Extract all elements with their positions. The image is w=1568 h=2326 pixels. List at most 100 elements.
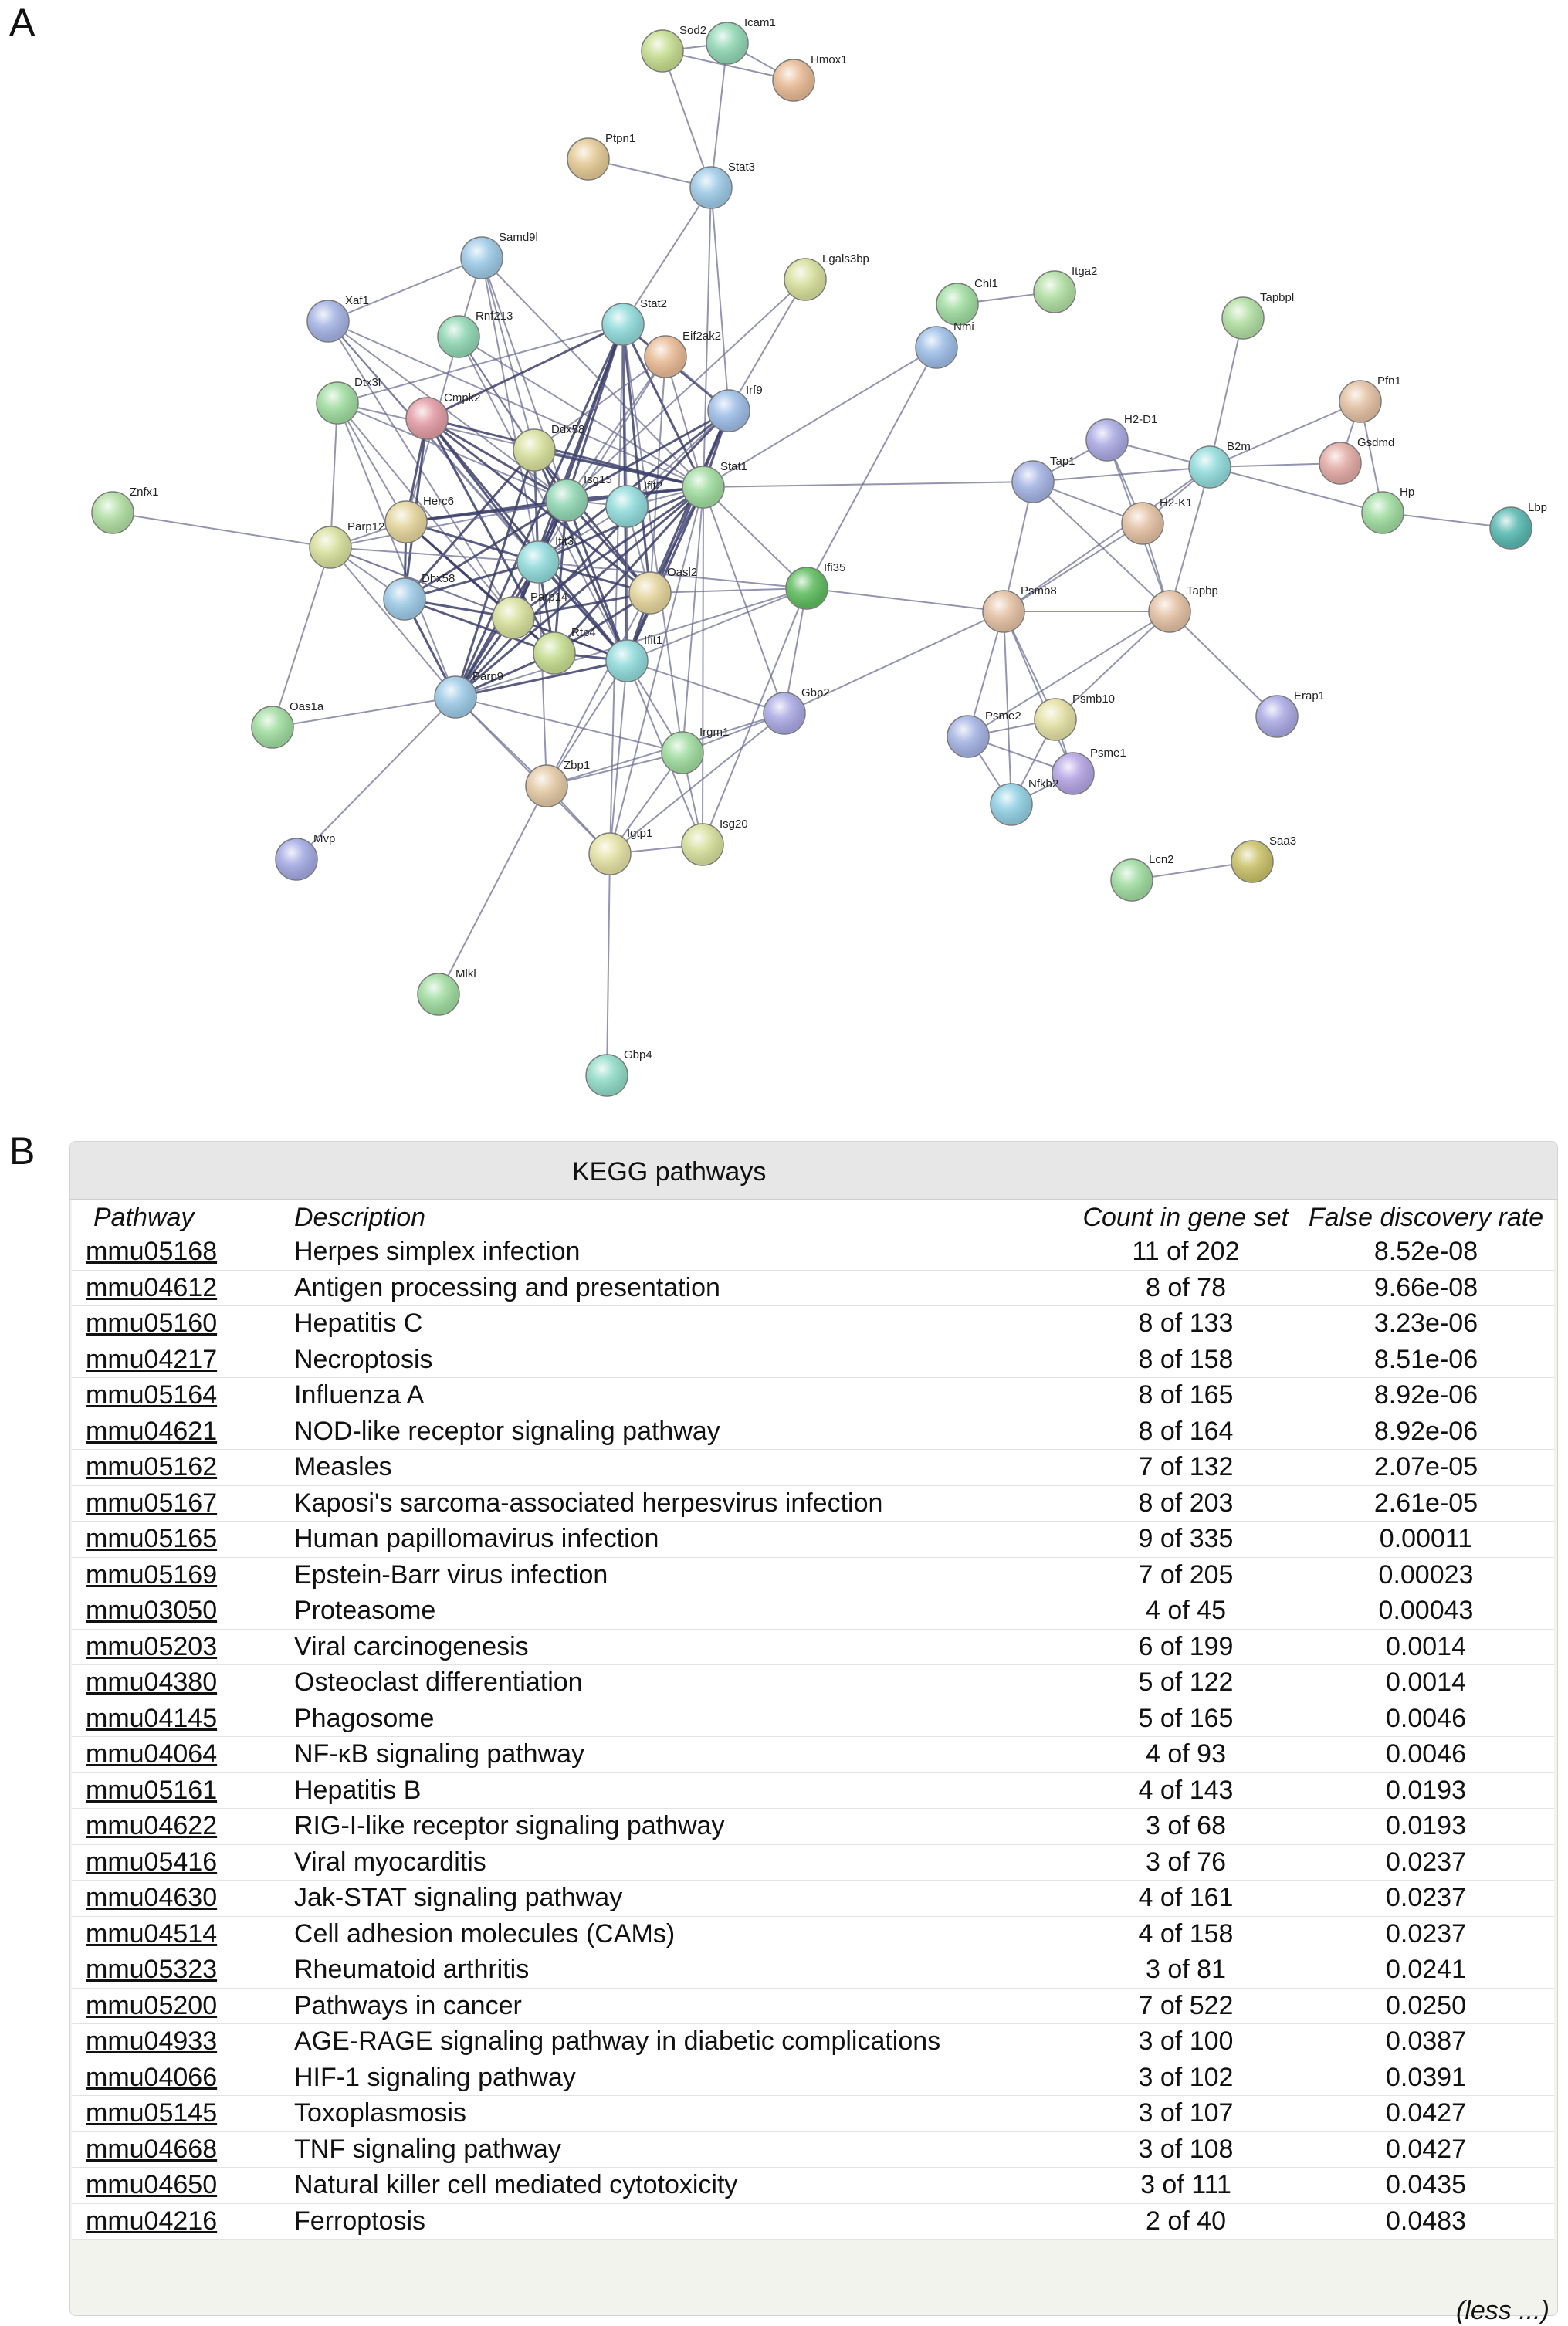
node-psme2[interactable]: Psme2 xyxy=(947,709,1021,758)
pathway-description: Jak-STAT signaling pathway xyxy=(294,1880,1074,1917)
pathway-link[interactable]: mmu05169 xyxy=(72,1557,294,1593)
pathway-link[interactable]: mmu04612 xyxy=(72,1270,294,1306)
node-eif2ak2[interactable]: Eif2ak2 xyxy=(644,330,721,378)
pathway-link[interactable]: mmu05161 xyxy=(72,1772,294,1809)
pathway-link[interactable]: mmu05323 xyxy=(72,1952,294,1989)
node-nmi[interactable]: Nmi xyxy=(915,320,974,369)
node-isg20[interactable]: Isg20 xyxy=(681,818,748,866)
node-nfkb2[interactable]: Nfkb2 xyxy=(990,777,1058,826)
node-isg15[interactable]: Isg15 xyxy=(545,473,612,522)
node-mvp[interactable]: Mvp xyxy=(275,832,335,881)
node-itga2[interactable]: Itga2 xyxy=(1033,265,1097,313)
node-cmpk2[interactable]: Cmpk2 xyxy=(405,391,481,440)
node-herc6[interactable]: Herc6 xyxy=(384,495,454,543)
node-oas1a[interactable]: Oas1a xyxy=(251,700,324,749)
node-ptpn1[interactable]: Ptpn1 xyxy=(567,132,635,181)
node-igtp1[interactable]: Igtp1 xyxy=(588,827,652,875)
pathway-link[interactable]: mmu05168 xyxy=(72,1234,294,1271)
node-psme1[interactable]: Psme1 xyxy=(1052,747,1126,795)
fdr-value: 0.0046 xyxy=(1298,1736,1554,1773)
pathway-link[interactable]: mmu04933 xyxy=(72,2023,294,2060)
node-h2-d1[interactable]: H2-D1 xyxy=(1085,413,1157,462)
pathway-link[interactable]: mmu04064 xyxy=(72,1736,294,1773)
node-hp[interactable]: Hp xyxy=(1361,486,1414,534)
pathway-link[interactable]: mmu04668 xyxy=(72,2131,294,2168)
node-lgals3bp[interactable]: Lgals3bp xyxy=(784,252,869,301)
node-ifit3[interactable]: Ifit3 xyxy=(516,535,574,584)
node-psmb10[interactable]: Psmb10 xyxy=(1034,692,1115,741)
node-ifit1[interactable]: Ifit1 xyxy=(605,634,662,682)
fdr-value: 2.07e-05 xyxy=(1298,1449,1554,1486)
pathway-link[interactable]: mmu05416 xyxy=(72,1844,294,1881)
edge-Stat2-Oasl2 xyxy=(621,323,652,594)
node-hmox1[interactable]: Hmox1 xyxy=(772,53,848,102)
node-shine xyxy=(1013,462,1053,502)
pathway-link[interactable]: mmu05167 xyxy=(72,1485,294,1522)
pathway-link[interactable]: mmu04216 xyxy=(72,2203,294,2240)
node-samd9l[interactable]: Samd9l xyxy=(460,231,538,279)
pathway-link[interactable]: mmu05145 xyxy=(72,2095,294,2132)
node-stat2[interactable]: Stat2 xyxy=(601,297,667,346)
gene-count: 3 of 100 xyxy=(1074,2023,1298,2060)
node-zbp1[interactable]: Zbp1 xyxy=(525,759,590,807)
node-psmb8[interactable]: Psmb8 xyxy=(982,584,1057,633)
node-tapbpl[interactable]: Tapbpl xyxy=(1221,291,1294,340)
pathway-link[interactable]: mmu04650 xyxy=(72,2167,294,2204)
node-dtx3l[interactable]: Dtx3l xyxy=(316,376,381,425)
node-h2-k1[interactable]: H2-K1 xyxy=(1121,496,1193,545)
pathway-link[interactable]: mmu05165 xyxy=(72,1521,294,1558)
pathway-link[interactable]: mmu05203 xyxy=(72,1629,294,1665)
node-oasl2[interactable]: Oasl2 xyxy=(628,566,697,615)
node-icam1[interactable]: Icam1 xyxy=(706,16,776,65)
pathway-link[interactable]: mmu03050 xyxy=(72,1593,294,1630)
node-parp9[interactable]: Parp9 xyxy=(434,670,503,719)
node-shine xyxy=(418,974,459,1014)
node-gbp4[interactable]: Gbp4 xyxy=(585,1048,652,1097)
edge-Ddx58-Dhx58 xyxy=(403,449,536,600)
node-chl1[interactable]: Chl1 xyxy=(936,277,998,326)
edge-Stat1-Gbp2 xyxy=(703,486,785,714)
node-lcn2[interactable]: Lcn2 xyxy=(1110,853,1174,902)
pathway-link[interactable]: mmu04622 xyxy=(72,1808,294,1845)
node-lbp[interactable]: Lbp xyxy=(1489,501,1547,550)
node-ifi35[interactable]: Ifi35 xyxy=(785,561,845,610)
edge-Herc6-Parp14 xyxy=(405,520,514,619)
pathway-link[interactable]: mmu04630 xyxy=(72,1880,294,1917)
node-xaf1[interactable]: Xaf1 xyxy=(306,294,369,343)
pathway-link[interactable]: mmu04514 xyxy=(72,1916,294,1952)
node-znfx1[interactable]: Znfx1 xyxy=(91,486,159,534)
node-ifit2[interactable]: Ifit2 xyxy=(605,479,662,528)
node-erap1[interactable]: Erap1 xyxy=(1255,689,1325,738)
node-stat1[interactable]: Stat1 xyxy=(682,460,747,509)
node-rtp4[interactable]: Rtp4 xyxy=(533,626,596,675)
pathway-link[interactable]: mmu04380 xyxy=(72,1664,294,1701)
node-mlkl[interactable]: Mlkl xyxy=(417,967,476,1016)
node-pfn1[interactable]: Pfn1 xyxy=(1339,374,1401,423)
node-dhx58[interactable]: Dhx58 xyxy=(383,572,455,621)
node-parp12[interactable]: Parp12 xyxy=(309,520,384,569)
pathway-link[interactable]: mmu04145 xyxy=(72,1701,294,1737)
node-stat3[interactable]: Stat3 xyxy=(689,161,755,209)
pathway-link[interactable]: mmu04621 xyxy=(72,1414,294,1450)
pathway-link[interactable]: mmu05160 xyxy=(72,1305,294,1342)
node-b2m[interactable]: B2m xyxy=(1188,440,1251,489)
node-tapbp[interactable]: Tapbp xyxy=(1148,584,1218,633)
node-shine xyxy=(435,677,476,717)
node-gsdmd[interactable]: Gsdmd xyxy=(1319,436,1394,485)
node-saa3[interactable]: Saa3 xyxy=(1231,835,1296,883)
node-parp14[interactable]: Parp14 xyxy=(492,591,567,639)
node-rnf213[interactable]: Rnf213 xyxy=(437,310,513,358)
pathway-link[interactable]: mmu05164 xyxy=(72,1377,294,1414)
node-gbp2[interactable]: Gbp2 xyxy=(763,686,830,735)
pathway-link[interactable]: mmu04066 xyxy=(72,2060,294,2096)
node-sod2[interactable]: Sod2 xyxy=(641,24,706,73)
pathway-link[interactable]: mmu04217 xyxy=(72,1342,294,1378)
node-tap1[interactable]: Tap1 xyxy=(1011,455,1075,503)
node-irgm1[interactable]: Irgm1 xyxy=(661,726,729,774)
show-less-link[interactable]: (less ...) xyxy=(1456,2296,1549,2325)
node-irf9[interactable]: Irf9 xyxy=(707,384,763,432)
pathway-link[interactable]: mmu05200 xyxy=(72,1988,294,2024)
pathway-link[interactable]: mmu05162 xyxy=(72,1449,294,1486)
node-ddx58[interactable]: Ddx58 xyxy=(513,423,584,472)
